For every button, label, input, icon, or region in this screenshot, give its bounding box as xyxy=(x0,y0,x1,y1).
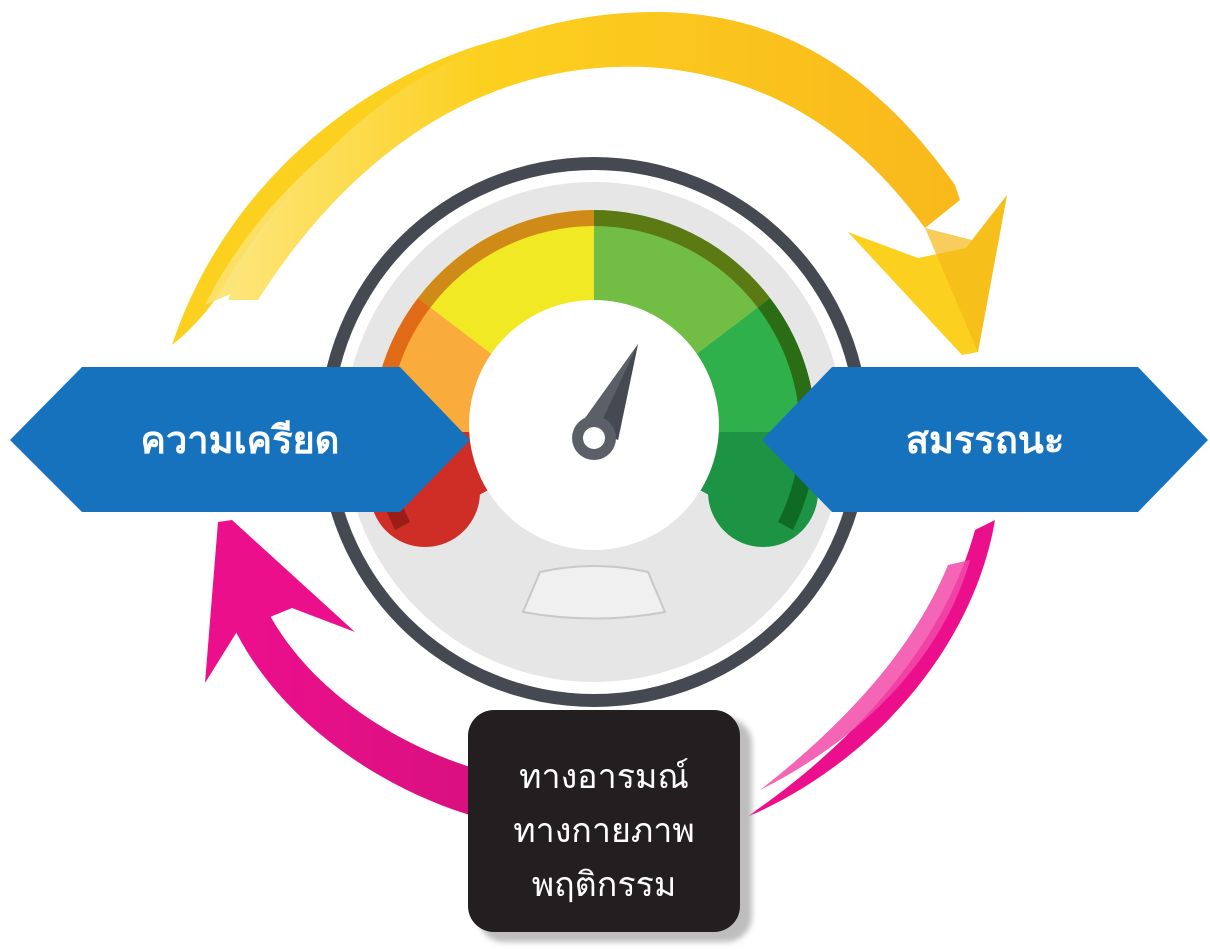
right-banner-shape xyxy=(762,367,1208,512)
center-box-background xyxy=(468,710,740,932)
right-banner-label: สมรรถนะ xyxy=(906,418,1064,462)
top-cycle-arrow xyxy=(172,11,1007,355)
center-box-line-3: พฤติกรรม xyxy=(532,865,677,905)
center-text-box: ทางอารมณ์ ทางกายภาพ พฤติกรรม xyxy=(468,710,752,942)
gauge-reading-plate xyxy=(521,565,667,620)
gauge-needle-icon xyxy=(572,344,638,460)
left-banner-shape xyxy=(10,367,470,512)
center-box-line-1: ทางอารมณ์ xyxy=(519,757,689,797)
center-box-line-2: ทางกายภาพ xyxy=(513,811,695,851)
right-banner: สมรรถนะ xyxy=(762,367,1208,512)
left-banner-label: ความเครียด xyxy=(141,418,340,462)
bottom-cycle-arrow xyxy=(205,520,995,818)
left-banner: ความเครียด xyxy=(10,367,470,512)
